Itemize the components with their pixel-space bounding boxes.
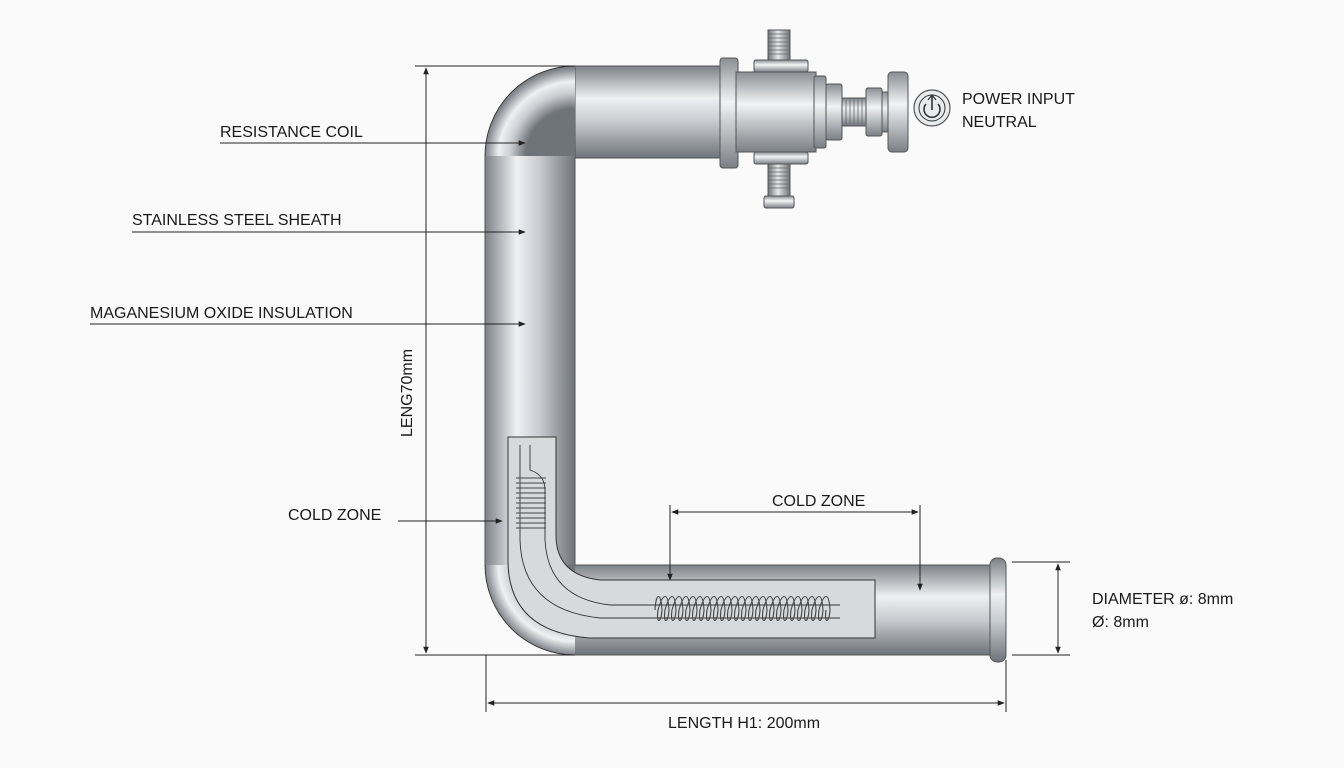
label-stainless-sheath: STAINLESS STEEL SHEATH [132,212,342,229]
label-cold-zone-top: COLD ZONE [772,493,865,510]
cutaway-section [507,436,876,639]
terminal-fitting [719,29,951,209]
dimension-lines [415,65,1070,712]
leader-lines [90,140,526,524]
vertical-coil [516,477,546,529]
label-cold-zone-left: COLD ZONE [288,507,381,524]
label-power-input: POWER INPUT [962,91,1075,108]
label-diameter-line2: Ø: 8mm [1092,614,1149,631]
label-diameter-line1: DIAMETER ø: 8mm [1092,591,1233,608]
label-neutral: NEUTRAL [962,114,1037,131]
label-resistance-coil: RESISTANCE COIL [220,124,363,141]
label-vertical-length: LENG70mm [399,349,416,437]
power-icon [913,89,951,127]
label-mgo-insulation: MAGANESIUM OXIDE INSULATION [90,305,353,322]
resistance-coil-winding [654,595,831,622]
label-horizontal-length: LENGTH H1: 200mm [668,715,820,732]
labels: RESISTANCE COIL STAINLESS STEEL SHEATH M… [90,91,1233,732]
